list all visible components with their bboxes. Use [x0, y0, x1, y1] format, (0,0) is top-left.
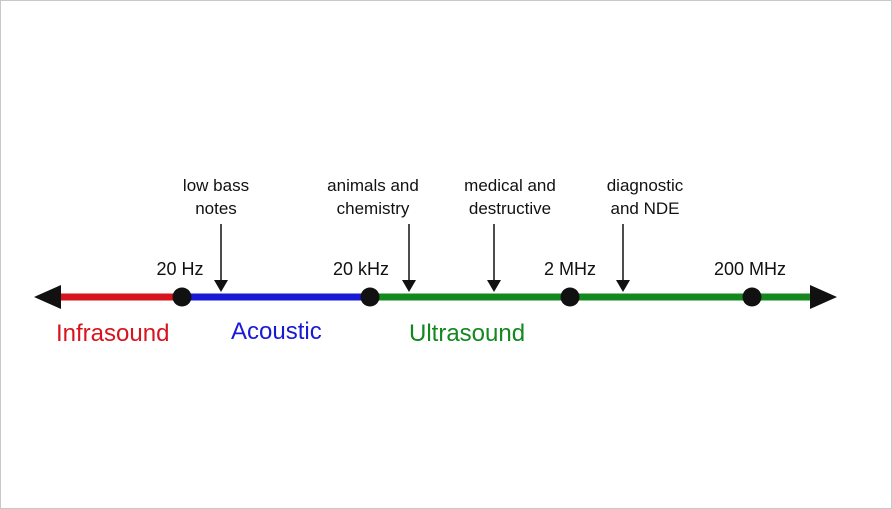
band-label-ultrasound: Ultrasound [409, 320, 525, 347]
right-arrowhead [810, 285, 837, 309]
annotation-animals-line1: animals and [327, 176, 419, 195]
annotation-medical-line2: destructive [469, 199, 551, 218]
label-200mhz: 200 MHz [714, 259, 786, 279]
marker-200mhz [742, 287, 762, 307]
arrow-animals-chemistry [402, 224, 416, 292]
label-20hz: 20 Hz [156, 259, 203, 279]
arrow-diagnostic-nde [616, 224, 630, 292]
annotation-animals-line2: chemistry [337, 199, 410, 218]
arrow-low-bass [214, 224, 228, 292]
band-label-infrasound: Infrasound [56, 320, 169, 347]
annotation-low-bass-line1: low bass [183, 176, 249, 195]
left-arrowhead [34, 285, 61, 309]
annotation-medical-line1: medical and [464, 176, 556, 195]
annotation-diagnostic-line1: diagnostic [607, 176, 684, 195]
annotation-diagnostic-line2: and NDE [611, 199, 680, 218]
label-20khz: 20 kHz [333, 259, 389, 279]
annotation-low-bass-line2: notes [195, 199, 237, 218]
arrow-medical-destructive [487, 224, 501, 292]
label-2mhz: 2 MHz [544, 259, 596, 279]
marker-2mhz [560, 287, 580, 307]
band-label-acoustic: Acoustic [231, 318, 322, 345]
marker-20khz [360, 287, 380, 307]
marker-20hz [172, 287, 192, 307]
